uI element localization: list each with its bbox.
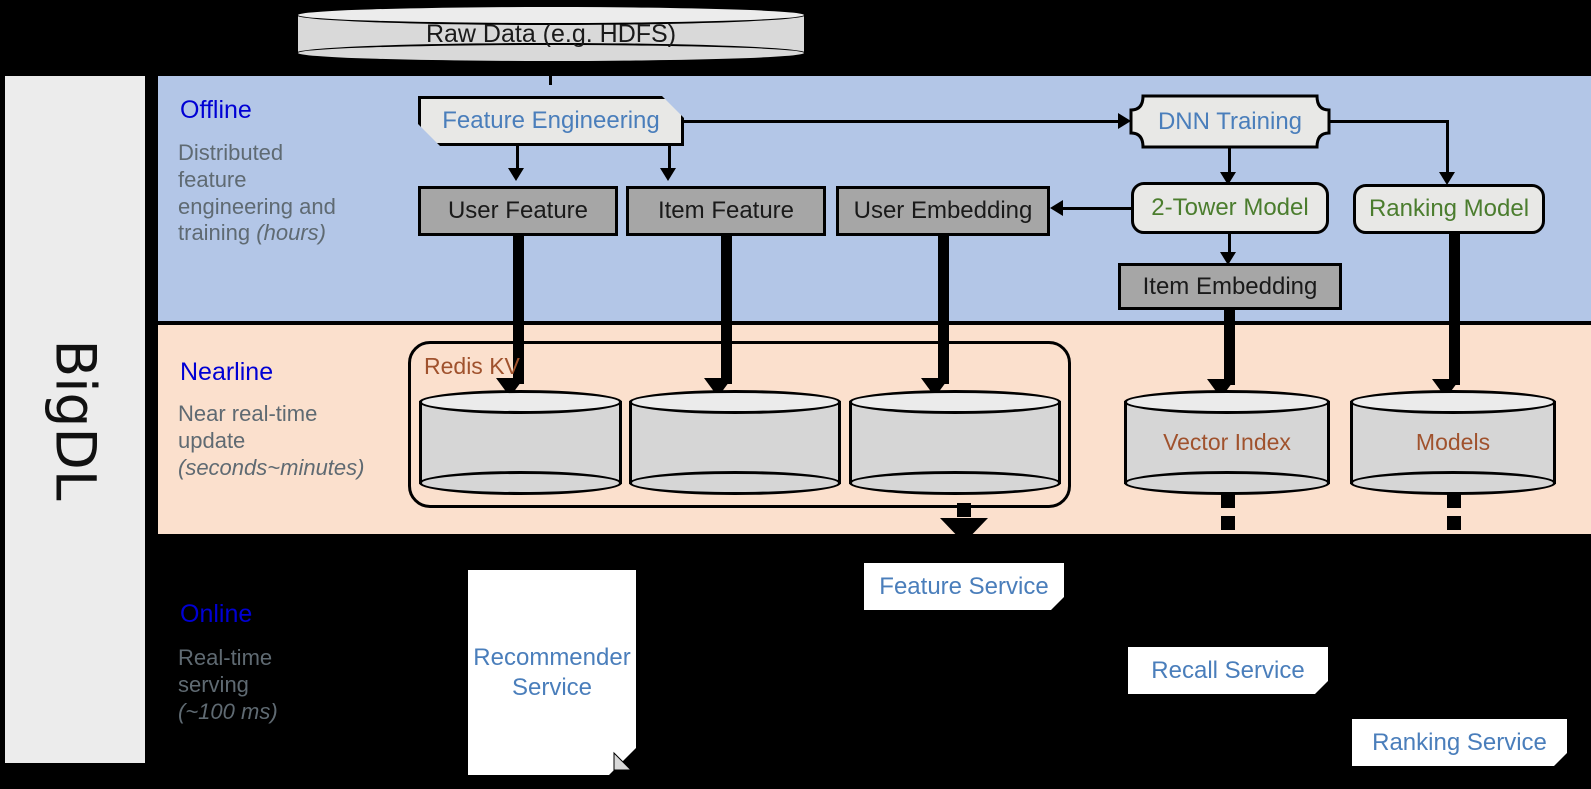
- service-ranking-label: Ranking Service: [1372, 728, 1547, 756]
- connector-twotower-itememb-line: [1228, 234, 1231, 260]
- service-recommender[interactable]: Recommender Service: [468, 570, 636, 775]
- cylinder-bottom: [1124, 471, 1330, 495]
- band-nearline-subtitle: Near real-time update (seconds~minutes): [178, 401, 408, 481]
- models-cylinder[interactable]: Models: [1350, 390, 1556, 495]
- cylinder-top: [1124, 390, 1330, 414]
- store-user-embedding-label: [849, 390, 1061, 495]
- node-feature-engineering-label: Feature Engineering: [442, 107, 660, 134]
- node-user-embedding-label: User Embedding: [853, 197, 1033, 224]
- service-feature-label: Feature Service: [879, 572, 1049, 600]
- store-item-feature-cylinder[interactable]: [629, 390, 841, 495]
- band-nearline-subtitle-l1: Near real-time: [178, 401, 318, 426]
- node-feature-engineering[interactable]: Feature Engineering: [418, 96, 684, 146]
- band-nearline-subtitle-l2: update: [178, 427, 246, 453]
- connector-fe-itemfeature-line: [668, 146, 671, 174]
- node-item-feature[interactable]: Item Feature: [626, 186, 826, 236]
- node-dnn-training-text-overlay: DNN Training: [1131, 96, 1329, 147]
- arrowhead-fe-itemfeature: [660, 168, 676, 181]
- connector-dnn-ranking-h: [1329, 120, 1449, 123]
- dashed-marker-models-1: [1447, 494, 1461, 508]
- service-recommender-label-l2: Service: [511, 673, 593, 701]
- band-nearline-subtitle-l3: (seconds~minutes): [178, 454, 365, 480]
- node-dnn-training-label-2: DNN Training: [1157, 107, 1303, 135]
- node-item-feature-label: Item Feature: [657, 197, 795, 224]
- connector-fe-dnn-line: [684, 120, 1120, 123]
- raw-data-label: Raw Data (e.g. HDFS): [425, 19, 677, 48]
- bigdl-label: BigDL: [43, 339, 108, 500]
- pipe-item-feature: [721, 236, 732, 384]
- cylinder-bottom: [1350, 471, 1556, 495]
- cylinder-top: [296, 5, 806, 25]
- cylinder-top: [629, 390, 841, 414]
- band-nearline-title: Nearline: [180, 358, 274, 386]
- band-offline-subtitle: Distributed feature engineering and trai…: [178, 140, 368, 247]
- arrowhead-fe-userfeature: [508, 168, 524, 181]
- arrowhead-dnn-twotower: [1220, 172, 1236, 185]
- node-two-tower-model-label: 2-Tower Model: [1151, 194, 1309, 221]
- pipe-user-embedding: [938, 236, 949, 384]
- cylinder-top: [419, 390, 622, 414]
- group-redis-kv-label: Redis KV: [424, 353, 520, 379]
- connector-fe-userfeature-line: [516, 146, 519, 174]
- dashed-marker-feature-service: [957, 503, 971, 517]
- band-online-title: Online: [180, 600, 253, 628]
- band-offline-subtitle-l4-italic: (hours): [256, 220, 326, 246]
- arrowhead-dnn-ranking: [1439, 172, 1455, 185]
- band-offline-subtitle-l4: training (hours): [178, 220, 368, 247]
- store-user-feature-label: [419, 390, 622, 495]
- models-label: Models: [1415, 429, 1491, 455]
- band-offline-subtitle-l4-plain: training: [178, 220, 257, 246]
- arrowhead-redis-feature-service: [940, 518, 988, 543]
- dashed-marker-models-2: [1447, 516, 1461, 530]
- store-item-feature-label: [629, 390, 841, 495]
- arrowhead-fe-dnn: [1118, 113, 1131, 129]
- band-offline-subtitle-l1: Distributed: [178, 140, 284, 165]
- band-online-subtitle: Real-time serving (~100 ms): [178, 645, 398, 725]
- band-offline-subtitle-l2: feature: [178, 166, 247, 192]
- arrowhead-twotower-itememb: [1220, 252, 1236, 265]
- node-ranking-model-label: Ranking Model: [1368, 195, 1530, 222]
- band-online-subtitle-l1: Real-time: [178, 645, 273, 670]
- store-user-feature-cylinder[interactable]: [419, 390, 622, 495]
- node-user-embedding[interactable]: User Embedding: [836, 186, 1050, 236]
- dashed-marker-vector-index-1: [1221, 494, 1235, 508]
- service-feature[interactable]: Feature Service: [864, 563, 1064, 610]
- service-recall-label: Recall Service: [1151, 656, 1305, 684]
- band-online-subtitle-l3: (~100 ms): [178, 698, 278, 724]
- band-online-subtitle-l2: serving: [178, 671, 249, 697]
- vector-index-cylinder[interactable]: Vector Index: [1124, 390, 1330, 495]
- connector-dnn-ranking-v: [1446, 120, 1449, 178]
- pipe-user-feature: [513, 236, 524, 384]
- node-ranking-model[interactable]: Ranking Model: [1353, 184, 1545, 234]
- cylinder-bottom: [296, 43, 806, 63]
- arrowhead-rawdata-fe: [541, 63, 557, 76]
- raw-data-cylinder: Raw Data (e.g. HDFS): [296, 5, 806, 63]
- cylinder-top: [1350, 390, 1556, 414]
- cylinder-bottom: [419, 471, 622, 495]
- node-user-feature-label: User Feature: [447, 197, 589, 224]
- band-offline-title: Offline: [180, 96, 252, 124]
- bigdl-label-wrapper: BigDL: [5, 76, 145, 763]
- vector-index-label: Vector Index: [1163, 429, 1291, 455]
- cylinder-bottom: [629, 471, 841, 495]
- dashed-marker-vector-index-2: [1221, 516, 1235, 530]
- arrowhead-twotower-userembedding: [1050, 200, 1063, 216]
- service-recall[interactable]: Recall Service: [1128, 647, 1328, 694]
- band-offline-subtitle-l3: engineering and: [178, 193, 336, 219]
- connector-dnn-twotower-line: [1228, 147, 1231, 179]
- node-item-embedding[interactable]: Item Embedding: [1118, 263, 1342, 310]
- pipe-item-embedding: [1224, 310, 1235, 385]
- bigdl-framework-rail: BigDL: [5, 76, 145, 763]
- pipe-ranking-model: [1449, 234, 1460, 385]
- service-recommender-label-l1: Recommender: [473, 643, 631, 671]
- store-user-embedding-cylinder[interactable]: [849, 390, 1061, 495]
- group-redis-kv: [408, 341, 1071, 508]
- cylinder-top: [849, 390, 1061, 414]
- cylinder-bottom: [849, 471, 1061, 495]
- connector-twotower-userembedding-line: [1063, 207, 1133, 210]
- node-two-tower-model[interactable]: 2-Tower Model: [1131, 182, 1329, 234]
- service-ranking[interactable]: Ranking Service: [1352, 719, 1567, 766]
- node-user-feature[interactable]: User Feature: [418, 186, 618, 236]
- node-item-embedding-label: Item Embedding: [1142, 272, 1318, 300]
